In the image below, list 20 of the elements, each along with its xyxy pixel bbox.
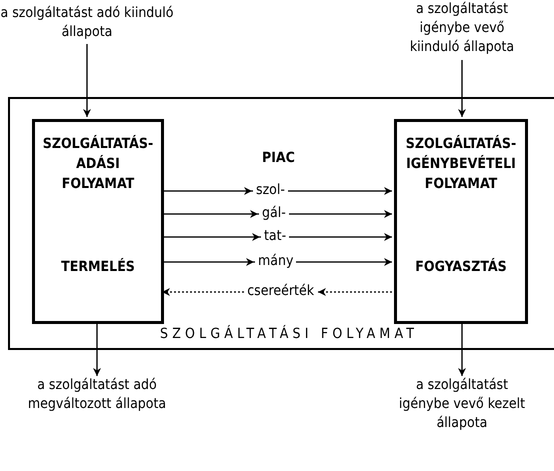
arrow (162, 233, 392, 241)
arrow (458, 322, 466, 376)
process-subtitle: TERMELÉS (61, 257, 135, 277)
process-subtitle: FOGYASZTÁS (415, 257, 507, 277)
process-box (394, 119, 528, 324)
state-text: a szolgáltatást igénybe vevő kezelt állapota (398, 376, 526, 433)
frame-title: SZOLGÁLTATÁSI FOLYAMAT (160, 324, 418, 344)
state-text: a szolgáltatást adó kiinduló állapota (0, 4, 174, 42)
process-title: SZOLGÁLTATÁS- ADÁSI FOLYAMAT (42, 134, 154, 194)
market-label: PIAC (262, 149, 295, 168)
process-title: SZOLGÁLTATÁS- IGÉNYBEVÉTELI FOLYAMAT (404, 134, 518, 194)
arrow (93, 322, 101, 376)
arrow (458, 60, 466, 117)
edge-label: gál- (259, 205, 289, 221)
edge-label: mány (255, 253, 296, 269)
process-frame (8, 97, 554, 350)
process-box (32, 119, 164, 324)
state-text: a szolgáltatást igénybe vevő kiinduló állapota (408, 0, 516, 57)
arrow (83, 44, 91, 117)
state-text: a szolgáltatást adó megváltozott állapota (26, 376, 168, 414)
